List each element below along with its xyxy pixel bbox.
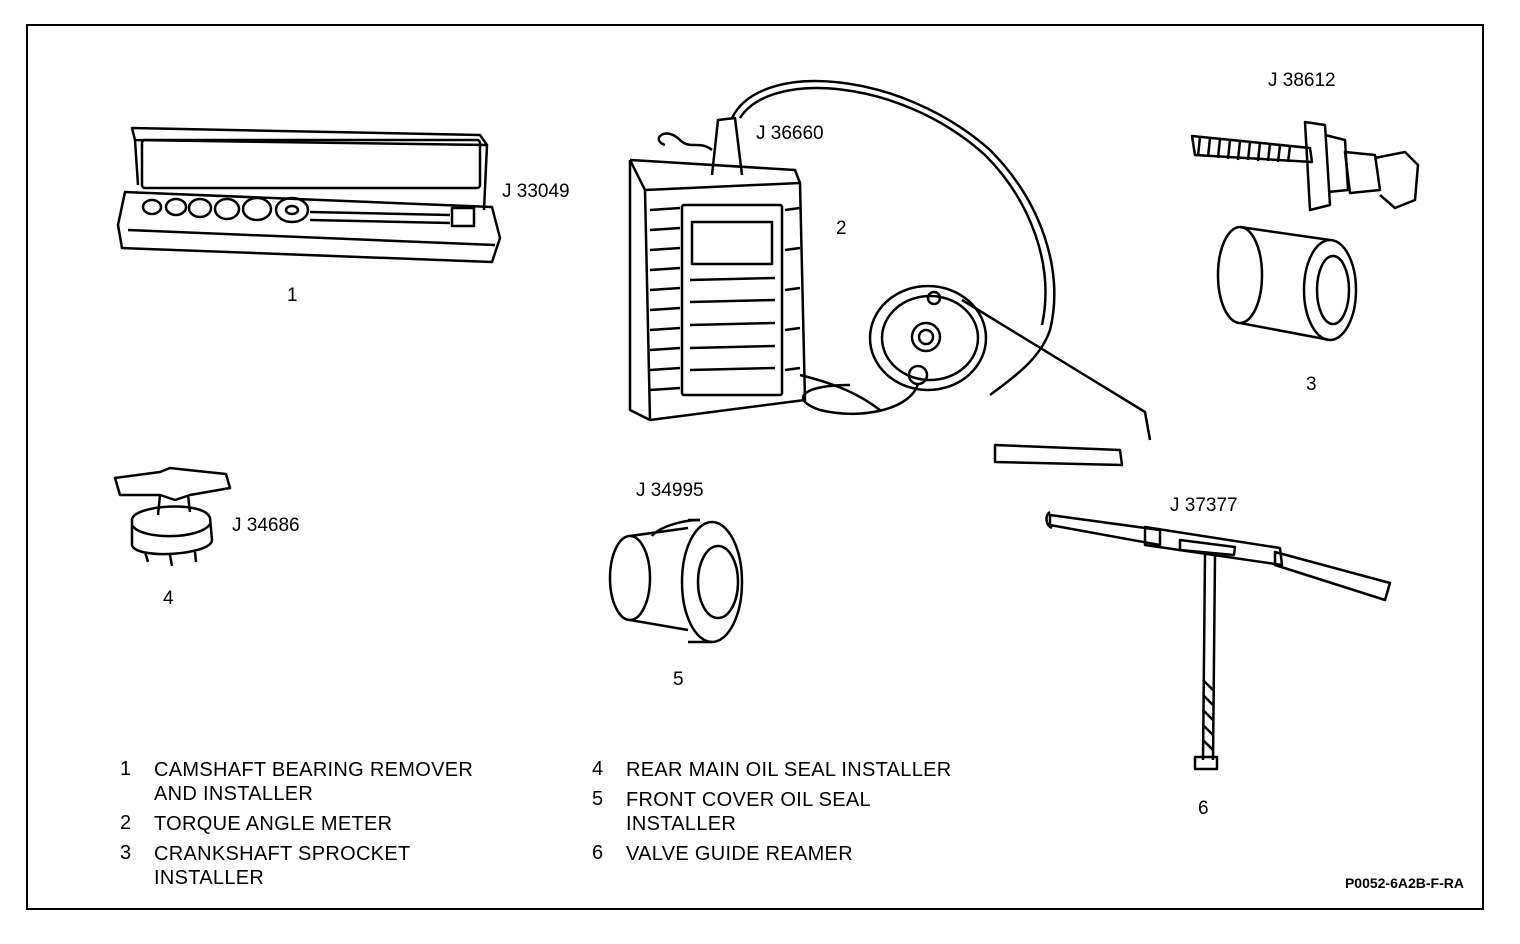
callout-3: 3 — [1306, 374, 1317, 395]
torque-angle-meter-illustration — [628, 79, 1152, 467]
front-cover-seal-installer-illustration — [608, 518, 744, 644]
part-number-tool-1: J 33049 — [502, 181, 570, 202]
valve-guide-reamer-illustration — [1045, 510, 1392, 771]
figure-frame — [26, 24, 1484, 910]
callout-1: 1 — [287, 285, 298, 306]
rear-main-seal-installer-illustration — [113, 466, 232, 567]
figure-code: P0052-6A2B-F-RA — [1344, 875, 1464, 891]
part-number-tool-5: J 34995 — [636, 480, 704, 501]
part-number-tool-3: J 38612 — [1268, 70, 1336, 91]
part-number-tool-6: J 37377 — [1170, 495, 1238, 516]
crankshaft-sprocket-installer-illustration — [1190, 120, 1420, 342]
part-number-tool-4: J 34686 — [232, 515, 300, 536]
callout-4: 4 — [163, 588, 174, 609]
legend-right: 4 REAR MAIN OIL SEAL INSTALLER 5 FRONT C… — [592, 758, 952, 865]
part-number-tool-2: J 36660 — [756, 123, 824, 144]
camshaft-tool-case-illustration — [116, 126, 502, 264]
callout-2: 2 — [836, 218, 847, 239]
callout-5: 5 — [673, 669, 684, 690]
callout-6: 6 — [1198, 798, 1209, 819]
